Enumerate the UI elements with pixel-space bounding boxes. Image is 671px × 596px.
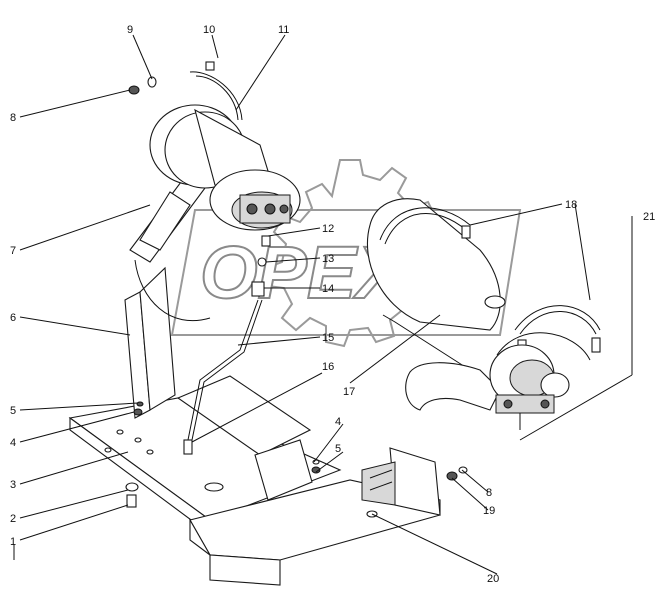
callout-8: 8 — [10, 112, 16, 124]
callout-14: 14 — [322, 283, 334, 295]
base-frame — [68, 375, 441, 586]
fittings — [251, 235, 271, 297]
callout-9: 9 — [127, 24, 133, 36]
callout-13: 13 — [322, 253, 334, 265]
callout-5: 5 — [10, 405, 16, 417]
pipes — [183, 299, 471, 455]
leader-lines — [13, 34, 633, 575]
callout-5b: 5 — [335, 443, 341, 455]
callout-21: 21 — [643, 211, 655, 223]
fasteners — [125, 76, 468, 508]
air-filter-housing — [139, 61, 301, 251]
callout-1: 1 — [10, 536, 16, 548]
callout-16: 16 — [322, 361, 334, 373]
callout-19: 19 — [483, 505, 495, 517]
callout-labels: 1 2 3 4 5 6 7 8 9 10 11 12 13 14 15 16 1… — [10, 24, 655, 585]
callout-11: 11 — [278, 24, 289, 36]
callout-4b: 4 — [335, 416, 341, 428]
callout-7: 7 — [10, 245, 16, 257]
callout-8b: 8 — [486, 487, 492, 499]
callout-18: 18 — [565, 199, 577, 211]
callout-4: 4 — [10, 437, 16, 449]
callout-3: 3 — [10, 479, 16, 491]
callout-12: 12 — [322, 223, 334, 235]
callout-20: 20 — [487, 573, 499, 585]
callout-10: 10 — [203, 24, 215, 36]
callout-6: 6 — [10, 312, 16, 324]
inlet-elbow-assembly — [405, 344, 570, 430]
callout-15: 15 — [322, 332, 334, 344]
callout-2: 2 — [10, 513, 16, 525]
callout-17: 17 — [343, 386, 355, 398]
